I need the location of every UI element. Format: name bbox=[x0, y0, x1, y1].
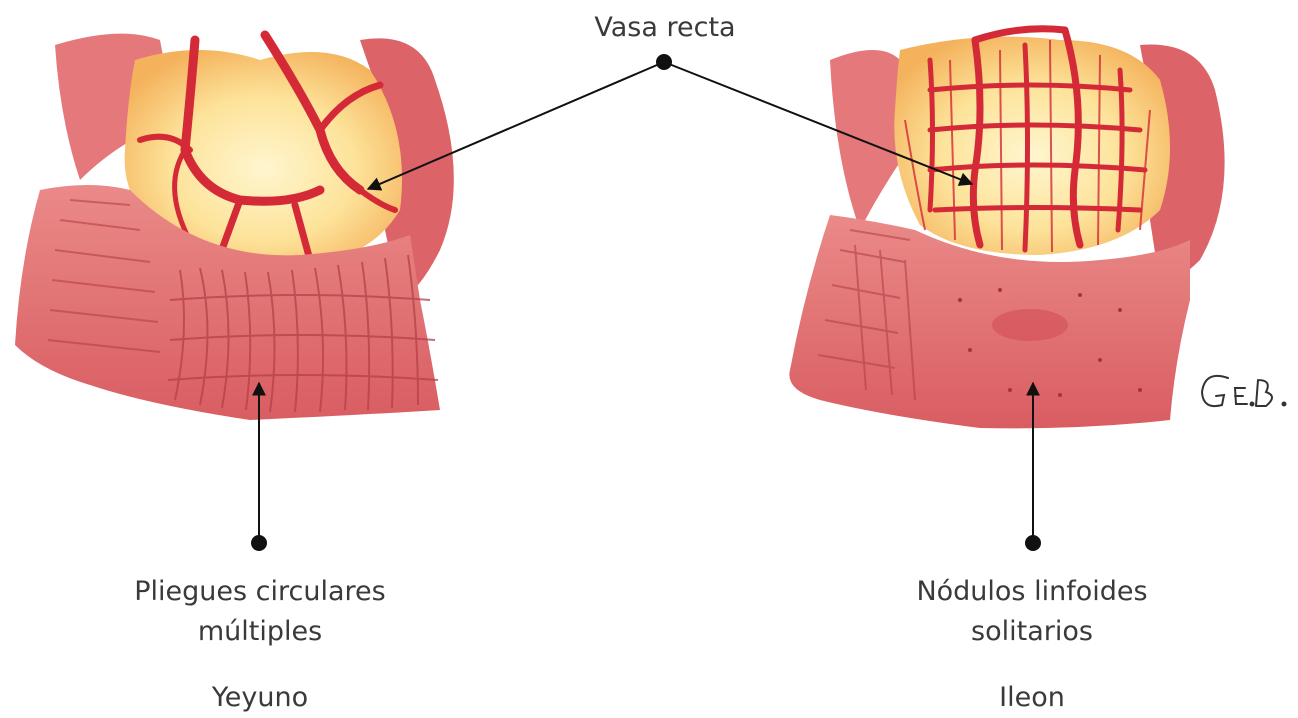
circular-folds-label-line2: múltiples bbox=[60, 612, 460, 652]
lymphoid-nodules-label-line2: solitarios bbox=[832, 612, 1232, 652]
ileum-name-label: Ileon bbox=[832, 678, 1232, 718]
circular-folds-label-line1: Pliegues circulares bbox=[60, 572, 460, 612]
artist-signature bbox=[1202, 376, 1286, 406]
ileum-lymphoid-nodule bbox=[992, 309, 1068, 341]
lymphoid-nodules-label-line1: Nódulos linfoides bbox=[832, 572, 1232, 612]
ileum-illustration bbox=[789, 29, 1224, 429]
ileum-mesentery-fat bbox=[894, 37, 1170, 255]
jejunum-illustration bbox=[15, 34, 454, 420]
vasa-recta-label: Vasa recta bbox=[560, 8, 770, 48]
jejunum-name-label: Yeyuno bbox=[60, 678, 460, 718]
